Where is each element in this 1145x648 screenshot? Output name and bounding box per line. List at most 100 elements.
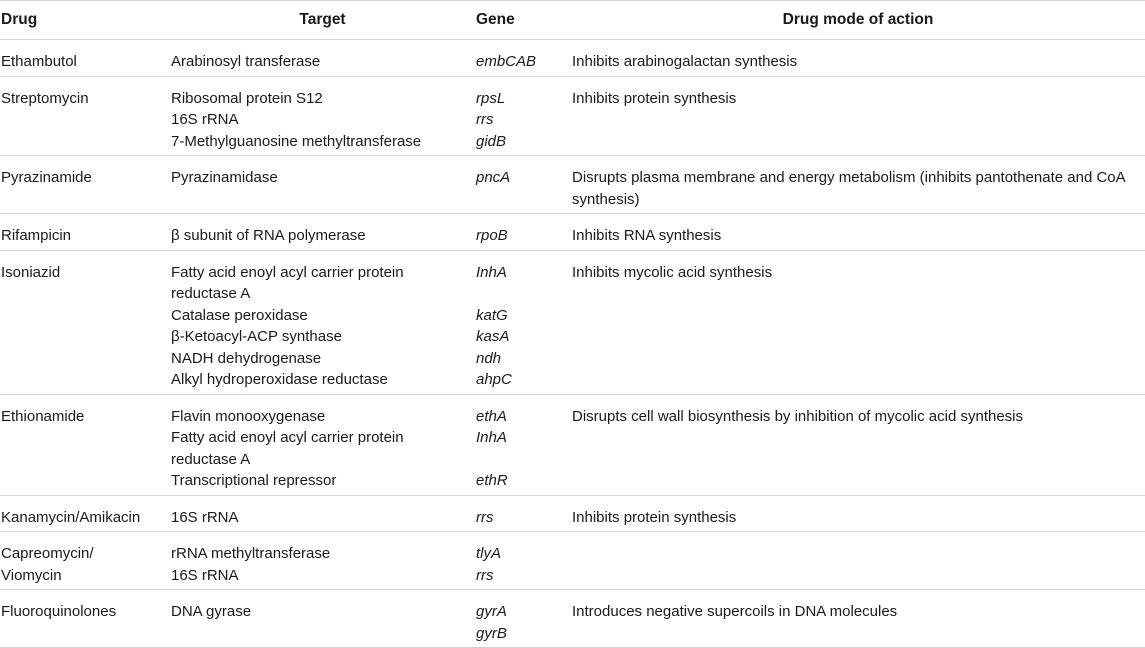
target-name: Fatty acid enoyl acyl carrier protein xyxy=(171,263,404,281)
mode-cell: Introduces negative supercoils in DNA mo… xyxy=(571,589,1145,648)
mode-cell: Inhibits protein synthesis xyxy=(571,76,1145,156)
gene-cell: gyrA gyrB xyxy=(475,589,571,648)
target-name: 16S rRNA xyxy=(171,508,239,526)
drug-name: Rifampicin xyxy=(1,227,72,244)
target-name: β-Ketoacyl-ACP synthase xyxy=(171,328,342,345)
target-cell: DNA gyrase xyxy=(170,589,475,648)
drug-cell: Kanamycin/Amikacin xyxy=(0,495,170,532)
target-cell: β subunit of RNA polymerase xyxy=(170,213,475,251)
drug-name: Ethionamide xyxy=(1,407,85,425)
column-header-drug: Drug xyxy=(0,0,170,40)
mode-cell: Inhibits arabinogalactan synthesis xyxy=(571,39,1145,77)
mode-of-action: Disrupts plasma membrane and energy meta… xyxy=(572,169,1125,208)
column-header-mode: Drug mode of action xyxy=(571,0,1145,40)
target-name: Pyrazinamidase xyxy=(171,169,278,186)
gene-name: katG xyxy=(476,306,508,324)
gene-name: rpoB xyxy=(476,227,508,244)
table-row: Pyrazinamide Pyrazinamidase pncA Disrupts p… xyxy=(0,155,1145,214)
mode-of-action: Inhibits arabinogalactan synthesis xyxy=(572,53,798,70)
target-cell: Ribosomal protein S12 16S rRNA 7-Methylgua… xyxy=(170,76,475,156)
gene-name: ethR xyxy=(476,472,508,489)
drug-cell: Rifampicin xyxy=(0,213,170,251)
mode-cell: Inhibits protein synthesis xyxy=(571,495,1145,532)
target-name: Transcriptional repressor xyxy=(171,472,337,489)
drug-name: Pyrazinamide xyxy=(1,169,92,186)
mode-of-action: Inhibits protein synthesis xyxy=(572,89,737,107)
target-name: β subunit of RNA polymerase xyxy=(171,227,366,244)
gene-name: gyrB xyxy=(476,624,507,642)
gene-name: pncA xyxy=(476,169,511,186)
gene-name: kasA xyxy=(476,328,510,345)
mode-cell: Inhibits RNA synthesis xyxy=(571,213,1145,251)
drug-name: Isoniazid xyxy=(1,263,61,281)
mode-of-action: Introduces negative supercoils in DNA mo… xyxy=(572,603,898,620)
target-name: Arabinosyl transferase xyxy=(171,53,321,70)
gene-cell: rpoB xyxy=(475,213,571,251)
gene-name: embCAB xyxy=(476,53,537,70)
gene-name: rrs xyxy=(476,508,494,526)
table-header: Drug Target Gene Drug mode of action xyxy=(0,0,1145,40)
target-name: DNA gyrase xyxy=(171,603,252,620)
gene-name: ahpC xyxy=(476,371,512,388)
drug-cell: Fluoroquinolones xyxy=(0,589,170,648)
gene-name: rrs xyxy=(476,566,494,584)
table-row: Rifampicin β subunit of RNA polymerase rpo… xyxy=(0,213,1145,251)
gene-name: tlyA xyxy=(476,545,502,562)
mode-of-action: Inhibits protein synthesis xyxy=(572,508,737,526)
target-cell: 16S rRNA xyxy=(170,495,475,532)
column-header-gene: Gene xyxy=(475,0,571,40)
target-name: Flavin monooxygenase xyxy=(171,407,326,425)
gene-name: ndh xyxy=(476,349,502,367)
drug-cell: Isoniazid xyxy=(0,250,170,395)
target-name: 16S rRNA xyxy=(171,566,239,584)
target-name: reductase A xyxy=(171,285,251,302)
mode-cell: Inhibits mycolic acid synthesis xyxy=(571,250,1145,395)
mode-cell: Disrupts cell wall biosynthesis by inhib… xyxy=(571,394,1145,496)
table-row: Isoniazid Fatty acid enoyl acyl carrier p… xyxy=(0,250,1145,395)
gene-name xyxy=(476,449,571,471)
target-name: reductase A xyxy=(171,450,251,468)
column-header-target: Target xyxy=(170,0,475,40)
header-row: Drug Target Gene Drug mode of action xyxy=(0,0,1145,40)
table-row: Fluoroquinolones DNA gyrase gyrA gyrB Introd… xyxy=(0,589,1145,648)
gene-cell: tlyA rrs xyxy=(475,531,571,590)
target-name: rRNA methyltransferase xyxy=(171,545,331,562)
gene-cell: rrs xyxy=(475,495,571,532)
drug-name: Fluoroquinolones xyxy=(1,603,117,620)
gene-name xyxy=(476,283,571,305)
target-cell: Arabinosyl transferase xyxy=(170,39,475,77)
gene-name: InhA xyxy=(476,429,507,446)
drug-cell: Capreomycin/Viomycin xyxy=(0,531,170,590)
gene-name: gidB xyxy=(476,132,507,150)
drug-name: Viomycin xyxy=(1,566,62,584)
target-name: Catalase peroxidase xyxy=(171,306,308,324)
drug-cell: Pyrazinamide xyxy=(0,155,170,214)
drug-name: Capreomycin/ xyxy=(1,545,94,562)
drug-cell: Streptomycin xyxy=(0,76,170,156)
target-name: 16S rRNA xyxy=(171,111,239,128)
target-cell: Pyrazinamidase xyxy=(170,155,475,214)
mode-cell: Disrupts plasma membrane and energy meta… xyxy=(571,155,1145,214)
gene-name: rrs xyxy=(476,111,494,128)
drug-cell: Ethambutol xyxy=(0,39,170,77)
gene-name: rpsL xyxy=(476,89,506,107)
gene-cell: pncA xyxy=(475,155,571,214)
gene-name: gyrA xyxy=(476,603,507,620)
mode-cell xyxy=(571,531,1145,590)
drug-cell: Ethionamide xyxy=(0,394,170,496)
mode-of-action: Inhibits mycolic acid synthesis xyxy=(572,263,773,281)
target-cell: rRNA methyltransferase 16S rRNA xyxy=(170,531,475,590)
target-name: NADH dehydrogenase xyxy=(171,349,322,367)
gene-cell: rpsL rrs gidB xyxy=(475,76,571,156)
target-name: 7-Methylguanosine methyltransferase xyxy=(171,132,422,150)
target-name: Ribosomal protein S12 xyxy=(171,89,323,107)
